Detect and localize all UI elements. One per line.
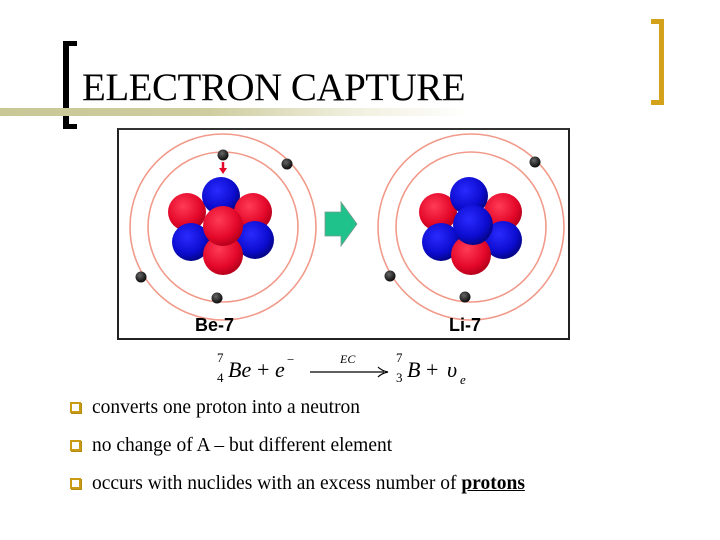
reaction-arrow-icon	[310, 366, 389, 378]
bullet-item: converts one proton into a neutron	[70, 396, 525, 434]
slide-title: ELECTRON CAPTURE	[82, 66, 466, 109]
bullet-text: converts one proton into a neutron	[92, 397, 361, 418]
product-mass-number: 7	[396, 350, 403, 365]
reactant-symbol: Be	[228, 357, 252, 382]
decay-equation: 7 4 Be + e − EC 7 3 B + υ e	[212, 350, 482, 390]
product-atomic-number: 3	[396, 370, 403, 385]
neutrino-subscript: e	[460, 372, 466, 387]
title-underline-bar	[0, 108, 470, 116]
bullet-item: occurs with nuclides with an excess numb…	[70, 472, 525, 510]
right-bracket	[651, 19, 664, 105]
electron-capture-diagram: Be-7 Li-7	[117, 128, 570, 340]
electron-symbol: e	[275, 357, 285, 382]
bullet-item: no change of A – but different element	[70, 434, 525, 472]
li7-label: Li-7	[449, 315, 482, 335]
be7-label: Be-7	[195, 315, 235, 335]
captured-electron	[217, 149, 229, 161]
square-bullet-icon	[70, 402, 81, 413]
bullet-emphasis: protons	[461, 473, 525, 494]
right-arrow-icon	[324, 200, 358, 248]
square-bullet-icon	[70, 478, 81, 489]
arrow-label: EC	[340, 352, 356, 366]
atom-diagram-graphic	[129, 133, 565, 321]
neutrino-symbol: υ	[447, 357, 458, 382]
bullet-text: occurs with nuclides with an excess numb…	[92, 473, 462, 494]
product-symbol: B	[407, 357, 421, 382]
be7-atom	[129, 133, 317, 321]
bullet-text: no change of A – but different element	[92, 435, 393, 456]
li7-atom	[377, 133, 565, 321]
square-bullet-icon	[70, 440, 81, 451]
capture-arrow-icon	[219, 168, 227, 174]
reactant-mass-number: 7	[217, 350, 224, 365]
reactant-atomic-number: 4	[217, 370, 224, 385]
outer-orbit	[129, 133, 317, 321]
bullet-list: converts one proton into a neutron no ch…	[70, 396, 525, 510]
left-bracket	[63, 41, 77, 129]
electron-charge: −	[287, 352, 295, 367]
plus-sign-2: +	[426, 357, 439, 382]
plus-sign: +	[257, 357, 270, 382]
